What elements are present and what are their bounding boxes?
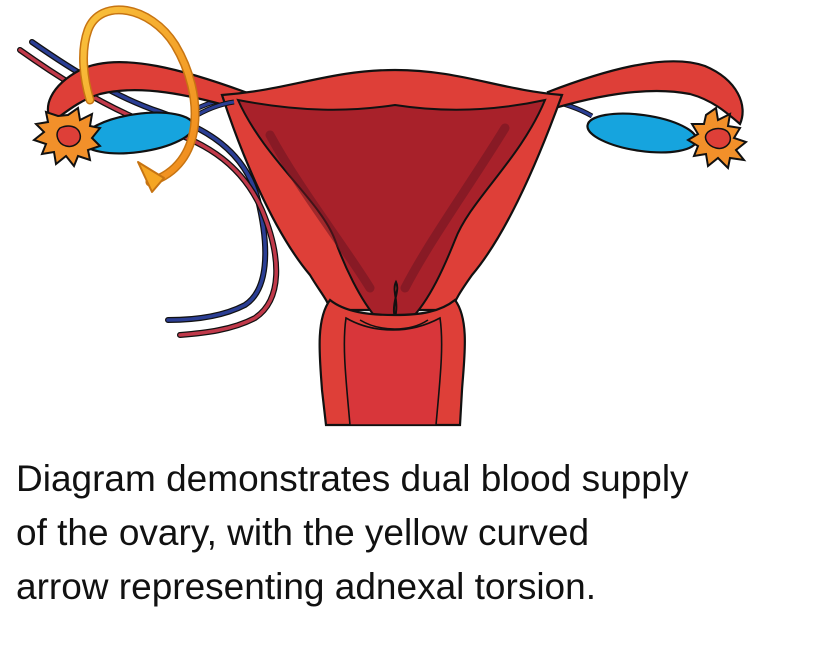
right-fallopian-tube	[546, 60, 744, 126]
caption-line-3: arrow representing adnexal torsion.	[16, 566, 596, 607]
cervical-canal	[343, 316, 443, 426]
figure-caption: Diagram demonstrates dual blood supply o…	[16, 452, 816, 614]
uterus-illustration	[17, 5, 749, 427]
uterus-diagram	[17, 5, 749, 427]
left-ovary	[81, 111, 195, 155]
right-fimbriae	[686, 106, 749, 171]
caption-line-1: Diagram demonstrates dual blood supply	[16, 458, 689, 499]
left-fimbriae	[31, 106, 102, 168]
caption-line-2: of the ovary, with the yellow curved	[16, 512, 590, 553]
curved-arrow-icon	[79, 5, 200, 193]
right-ovary	[586, 112, 698, 154]
